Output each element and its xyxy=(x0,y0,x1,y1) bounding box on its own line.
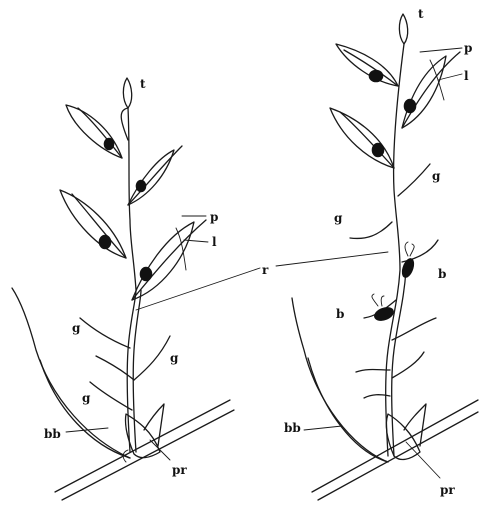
label-t-left: t xyxy=(140,77,146,91)
left-spikelet-3 xyxy=(60,190,126,258)
label-r: r xyxy=(262,263,269,277)
left-stem xyxy=(55,400,234,500)
label-pr-right: pr xyxy=(440,483,455,497)
r-leader-lines xyxy=(136,252,388,310)
right-rachis xyxy=(386,44,406,456)
label-bb-left: bb xyxy=(44,427,61,441)
label-b-right-2: b xyxy=(336,307,344,321)
label-g-right-1: g xyxy=(432,169,441,183)
left-spikelet-4 xyxy=(132,220,206,300)
right-leader-lines xyxy=(304,48,462,478)
label-bb-right: bb xyxy=(284,421,301,435)
right-flower-2 xyxy=(364,294,396,323)
label-g-left-3: g xyxy=(82,391,91,405)
right-spikelet-3 xyxy=(330,108,394,168)
label-p-left: p xyxy=(210,210,218,224)
left-rachis xyxy=(127,108,141,452)
left-upper-stalk xyxy=(121,108,128,140)
right-glumes-upper xyxy=(350,164,430,238)
right-flower-1 xyxy=(400,240,438,279)
label-g-left-2: g xyxy=(170,351,179,365)
label-t-right: t xyxy=(418,7,424,21)
left-bract xyxy=(12,288,130,458)
left-spikelet-1 xyxy=(66,105,122,158)
label-l-right: l xyxy=(464,69,469,83)
left-spikelet-2 xyxy=(128,146,182,205)
label-p-right: p xyxy=(464,41,472,55)
right-bract xyxy=(292,298,388,462)
right-spikelet-1 xyxy=(336,44,398,86)
right-terminal-bud xyxy=(399,14,407,44)
label-g-left-1: g xyxy=(72,321,81,335)
label-pr-left: pr xyxy=(172,463,187,477)
label-b-right-1: b xyxy=(438,267,446,281)
right-specimen xyxy=(292,14,478,500)
left-terminal-bud xyxy=(123,78,131,108)
label-l-left: l xyxy=(212,235,217,249)
left-glumes xyxy=(80,318,170,410)
right-spikelet-2 xyxy=(402,52,460,128)
right-glumes-lower xyxy=(356,318,436,398)
label-g-right-2: g xyxy=(334,211,343,225)
